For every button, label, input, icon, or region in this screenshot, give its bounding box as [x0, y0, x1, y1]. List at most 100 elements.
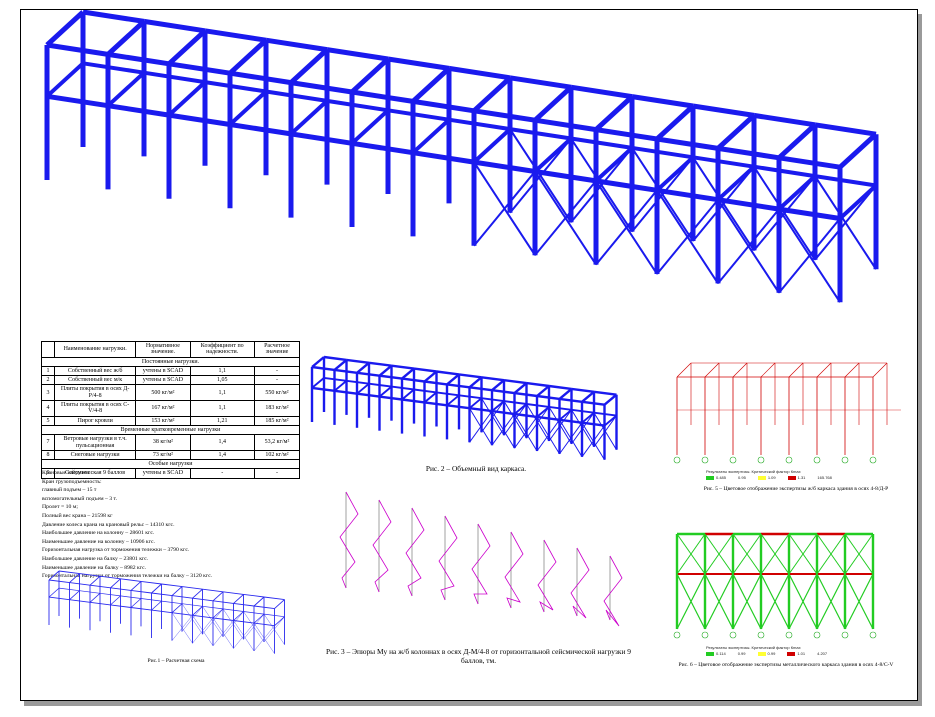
longitudinal-beam: [595, 127, 658, 142]
moment-diagram: [537, 539, 557, 613]
longitudinal-beam: [229, 70, 292, 86]
table-header: [41, 341, 55, 358]
crane-runway: [534, 169, 597, 184]
longitudinal-beam: [778, 155, 841, 170]
beam: [676, 362, 692, 378]
table-cell: 153 кг/м²: [135, 415, 191, 426]
crane-beam: [350, 108, 390, 145]
roof-beam: [533, 85, 573, 123]
loads-table: Наименование нагрузки. Нормативное значе…: [41, 341, 301, 479]
longitudinal-beam: [387, 56, 450, 71]
roof-beam: [233, 594, 244, 604]
longitudinal-beam: [265, 37, 328, 53]
crane-line: Горизонтальная нагрузки от торможения те…: [42, 573, 213, 580]
crane-beam: [655, 155, 695, 192]
brace: [814, 175, 877, 270]
beam: [788, 362, 804, 378]
roof-beam: [838, 132, 878, 170]
crane-runway: [509, 127, 572, 141]
longitudinal-beam: [69, 582, 91, 586]
longitudinal-beam: [509, 75, 572, 90]
longitudinal-beam: [473, 108, 536, 123]
longitudinal-beam: [424, 380, 448, 386]
crane-runway: [595, 178, 658, 193]
brace: [559, 419, 583, 458]
brace: [536, 416, 560, 455]
roof-beam: [192, 588, 203, 599]
crane-beam: [536, 406, 550, 418]
crane-runway: [168, 112, 231, 127]
roof-beam: [513, 382, 528, 395]
longitudinal-beam: [458, 373, 482, 379]
longitudinal-beam: [202, 588, 224, 593]
table-header-row: Наименование нагрузки. Нормативное значе…: [41, 341, 301, 358]
roof-beam: [594, 94, 634, 132]
crane-beam: [45, 61, 85, 98]
crane-beam: [777, 174, 817, 211]
fig6-legend: Результаты экспертизы. Критический факто…: [706, 645, 906, 656]
longitudinal-beam: [120, 578, 142, 582]
legend-value: 0.99: [737, 651, 746, 656]
moment-diagram: [603, 555, 623, 627]
crane-runway: [69, 599, 91, 603]
fig1-caption: Рис.1 – Расчетная схема: [147, 658, 205, 664]
fig3-caption: Рис. 3 – Эпюры My на ж/б колоннах в осях…: [326, 647, 631, 665]
fig6-steel-frame-check: [673, 532, 877, 639]
longitudinal-beam: [99, 575, 121, 580]
roof-beam: [130, 581, 142, 591]
fig3-moment-diagrams: [339, 491, 623, 627]
crane-beam: [192, 606, 203, 616]
axis-marker: [841, 456, 849, 464]
crane-runway: [469, 407, 493, 413]
roof-beam: [581, 390, 595, 403]
longitudinal-beam: [391, 364, 415, 370]
legend-title: Результаты экспертизы. Критический факто…: [706, 469, 801, 474]
crane-runway: [229, 122, 292, 137]
crane-runway: [107, 103, 170, 118]
crane-beam: [228, 90, 268, 126]
roof-beam: [311, 356, 325, 368]
brace: [514, 413, 538, 452]
roof-beam: [151, 583, 162, 594]
legend-value: 0.95: [738, 475, 746, 480]
crane-runway: [82, 61, 145, 75]
crane-line: Горизонтальная нагрузка от торможения те…: [42, 547, 190, 554]
crane-runway: [171, 612, 193, 616]
crane-runway: [143, 70, 206, 85]
crane-line: Наименьшее давление на колонну – 10906 к…: [42, 538, 155, 545]
brace: [676, 573, 706, 630]
crane-line: Полный вес крана – 21598 кг: [42, 512, 113, 519]
crane-line: Пролет = 10 м;: [42, 504, 78, 511]
axis-marker: [785, 456, 793, 464]
longitudinal-beam: [536, 394, 560, 401]
crane-beam: [233, 611, 244, 621]
longitudinal-beam: [570, 84, 633, 100]
crane-beam: [106, 71, 146, 108]
legend-swatch: [787, 651, 796, 656]
longitudinal-beam: [346, 358, 370, 364]
roof-beam: [491, 379, 505, 392]
longitudinal-beam: [48, 579, 70, 584]
crane-runway: [753, 164, 816, 179]
brace: [192, 615, 214, 646]
table-cell: 1,4: [189, 449, 255, 461]
fig5-legend: Результаты экспертизы. Критический факто…: [706, 469, 906, 480]
crane-beam: [212, 608, 224, 619]
fig2-3d-view: [310, 355, 618, 460]
crane-beam: [491, 400, 505, 412]
beam: [844, 362, 860, 378]
longitudinal-beam: [571, 387, 595, 393]
roof-beam: [777, 122, 817, 160]
table-cell: 5: [41, 415, 55, 426]
moment-diagram: [405, 507, 425, 597]
roof-beam: [558, 387, 573, 400]
crane-line: Наименьшее давление на балку – 8982 кгс.: [42, 564, 147, 571]
roof-beam: [356, 361, 370, 374]
crane-runway: [631, 145, 694, 160]
table-cell: 1,05: [189, 375, 255, 386]
longitudinal-beam: [413, 367, 437, 373]
table-cell: 8: [41, 449, 55, 461]
axis-marker: [813, 631, 821, 639]
